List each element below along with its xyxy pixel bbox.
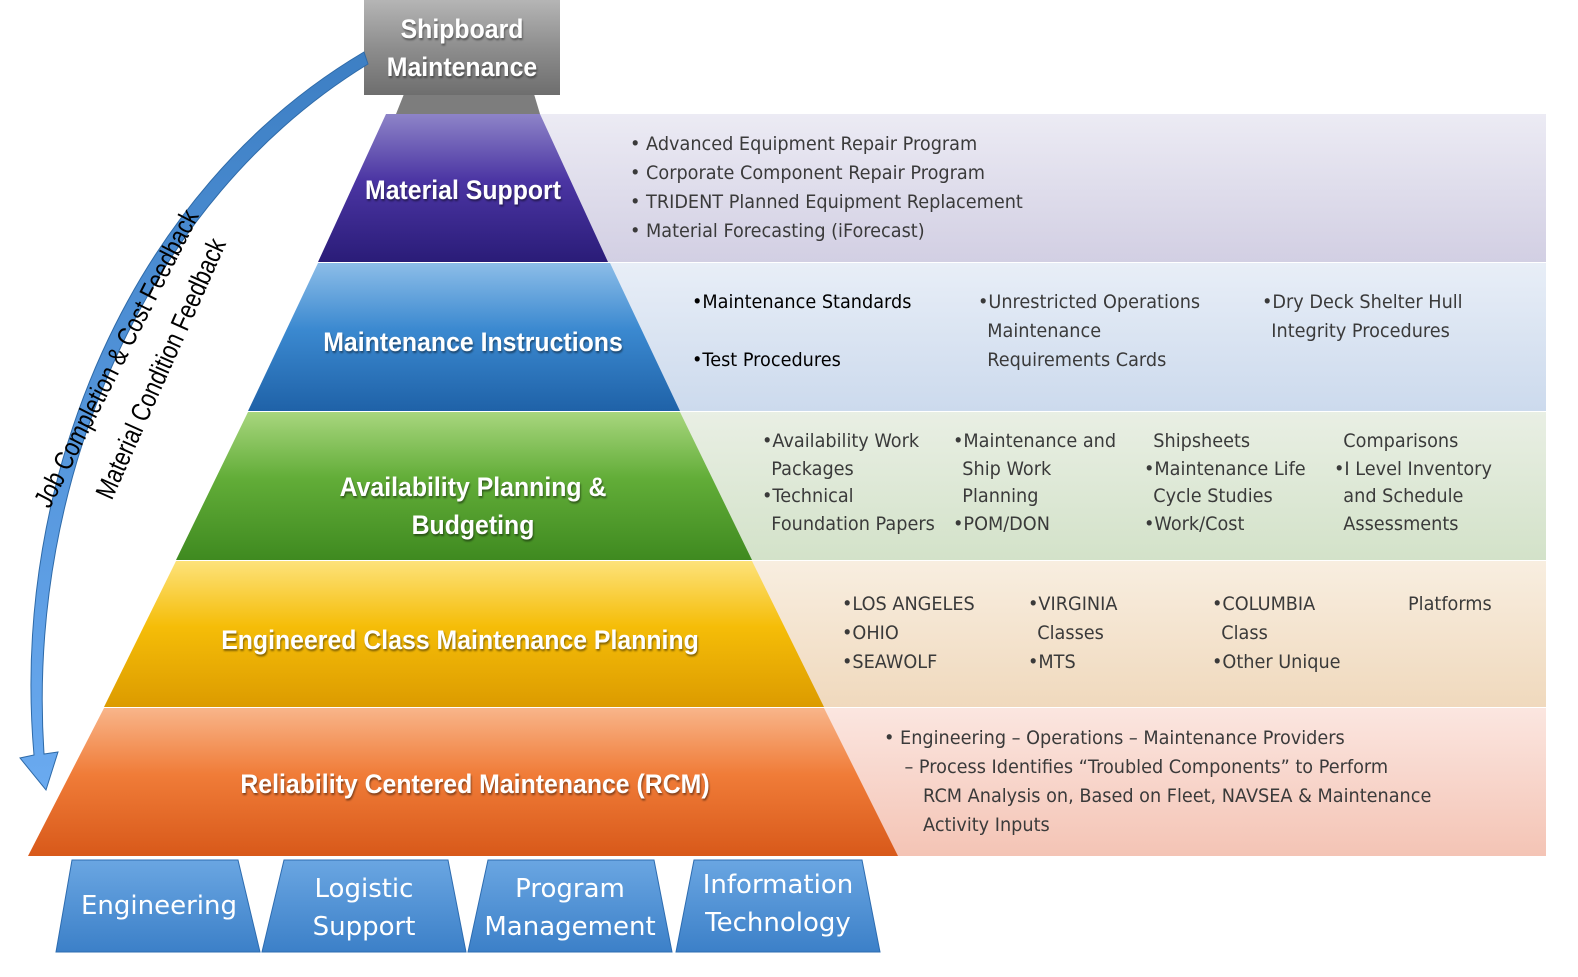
list-item: •Maintenance and (953, 430, 1117, 452)
list-item: Maintenance (987, 320, 1102, 342)
availability-planning-title: Availability Planning & Budgeting (266, 468, 680, 544)
list-item: • Advanced Equipment Repair Program (630, 133, 978, 155)
availability-col-3: Shipsheets •Maintenance Life Cycle Studi… (1144, 428, 1306, 538)
top-box-connector (396, 94, 540, 114)
material-support-level (318, 114, 608, 262)
list-item: Cycle Studies (1153, 485, 1273, 507)
list-item: • Corporate Component Repair Program (630, 162, 985, 184)
rcm-title: Reliability Centered Maintenance (RCM) (240, 769, 710, 799)
maintenance-instructions-col-2: •Unrestricted Operations Maintenance Req… (978, 288, 1200, 375)
list-item: Class (1221, 622, 1268, 644)
engineered-class-col-4: Platforms (1408, 590, 1492, 619)
logistic-line-1: Logistic (314, 874, 414, 904)
availability-col-1: •Availability Work Packages •Technical F… (762, 428, 935, 538)
maintenance-instructions-col-3: •Dry Deck Shelter Hull Integrity Procedu… (1262, 288, 1463, 346)
maintenance-instructions-col-1: •Maintenance Standards •Test Procedures (692, 288, 911, 375)
engineered-class-col-2: •VIRGINIA Classes •MTS (1028, 590, 1117, 677)
list-item: Shipsheets (1153, 430, 1251, 452)
shipboard-maintenance-title: Shipboard Maintenance (372, 10, 552, 86)
list-item: Planning (962, 485, 1039, 507)
list-item: •LOS ANGELES (842, 593, 975, 615)
rcm-description-box (820, 708, 1546, 856)
list-item: •Work/Cost (1144, 512, 1245, 535)
engineered-class-col-1: •LOS ANGELES •OHIO •SEAWOLF (842, 590, 975, 677)
program-line-1: Program (515, 874, 625, 904)
list-item: • Material Forecasting (iForecast) (630, 220, 925, 242)
information-technology-block (675, 859, 881, 953)
list-item: Packages (771, 457, 854, 480)
info-line-2: Technology (705, 908, 851, 938)
program-management-label: Program Management (470, 870, 670, 946)
logistic-support-label: Logistic Support (264, 870, 464, 946)
list-item: •MTS (1028, 651, 1076, 673)
info-line-1: Information (702, 870, 854, 900)
list-item: • Engineering – Operations – Maintenance… (884, 727, 1345, 749)
engineering-block (55, 859, 261, 953)
maintenance-instructions-title: Maintenance Instructions (323, 327, 623, 357)
shipboard-line-1: Shipboard (400, 14, 524, 44)
list-item: Assessments (1343, 512, 1459, 535)
list-item: •Maintenance Standards (692, 291, 912, 313)
list-item: •Maintenance Life (1144, 457, 1306, 480)
availability-planning-level (176, 412, 752, 560)
list-item: •Unrestricted Operations (978, 291, 1201, 313)
engineered-class-description-box (750, 561, 1546, 707)
list-item: •SEAWOLF (842, 651, 938, 673)
list-item: •Technical (762, 485, 854, 507)
list-item: Activity Inputs (923, 814, 1050, 836)
material-support-title: Material Support (365, 175, 561, 205)
list-item: •POM/DON (953, 512, 1050, 535)
list-item: •Test Procedures (692, 349, 841, 371)
list-item: Classes (1037, 622, 1104, 644)
material-support-list: • Advanced Equipment Repair Program • Co… (630, 130, 1023, 246)
maintenance-instructions-level (248, 263, 680, 411)
material-support-description-box (540, 114, 1546, 262)
list-item: – Process Identifies “Troubled Component… (904, 756, 1389, 778)
availability-title-line-1: Availability Planning & (339, 472, 607, 502)
information-technology-label: Information Technology (678, 866, 878, 942)
engineered-class-title: Engineered Class Maintenance Planning (221, 625, 699, 655)
maintenance-instructions-description-box (610, 263, 1546, 411)
list-item: •COLUMBIA (1212, 593, 1316, 615)
list-item: Integrity Procedures (1271, 320, 1450, 342)
shipboard-maintenance-box (364, 0, 560, 95)
list-item: •I Level Inventory (1334, 457, 1492, 480)
availability-col-2: •Maintenance and Ship Work Planning •POM… (953, 428, 1116, 538)
list-item: RCM Analysis on, Based on Fleet, NAVSEA … (923, 785, 1432, 807)
engineering-label: Engineering (81, 891, 237, 921)
shipboard-line-2: Maintenance (386, 52, 538, 82)
list-item: Comparisons (1343, 430, 1459, 452)
availability-planning-description-box (680, 412, 1546, 560)
list-item: Requirements Cards (987, 349, 1167, 371)
availability-col-4: Comparisons •I Level Inventory and Sched… (1334, 428, 1492, 538)
list-item: •OHIO (842, 622, 899, 644)
availability-title-line-2: Budgeting (411, 510, 535, 540)
list-item: •Other Unique (1212, 651, 1341, 673)
rcm-level (28, 708, 898, 856)
program-line-2: Management (484, 912, 656, 942)
feedback-arrow (19, 51, 369, 792)
list-item: Foundation Papers (771, 512, 935, 535)
engineered-class-level (104, 561, 824, 707)
list-item: •Dry Deck Shelter Hull (1262, 291, 1463, 313)
list-item: Platforms (1408, 593, 1492, 615)
logistic-line-2: Support (312, 912, 416, 942)
program-management-block (467, 859, 673, 953)
list-item: and Schedule (1343, 485, 1464, 507)
list-item: •Availability Work (762, 430, 920, 452)
list-item: Ship Work (962, 457, 1052, 480)
list-item: •VIRGINIA (1028, 593, 1118, 615)
list-item: • TRIDENT Planned Equipment Replacement (630, 191, 1023, 213)
logistic-support-block (261, 859, 467, 953)
engineered-class-col-3: •COLUMBIA Class •Other Unique (1212, 590, 1341, 677)
rcm-list: • Engineering – Operations – Maintenance… (884, 724, 1431, 840)
